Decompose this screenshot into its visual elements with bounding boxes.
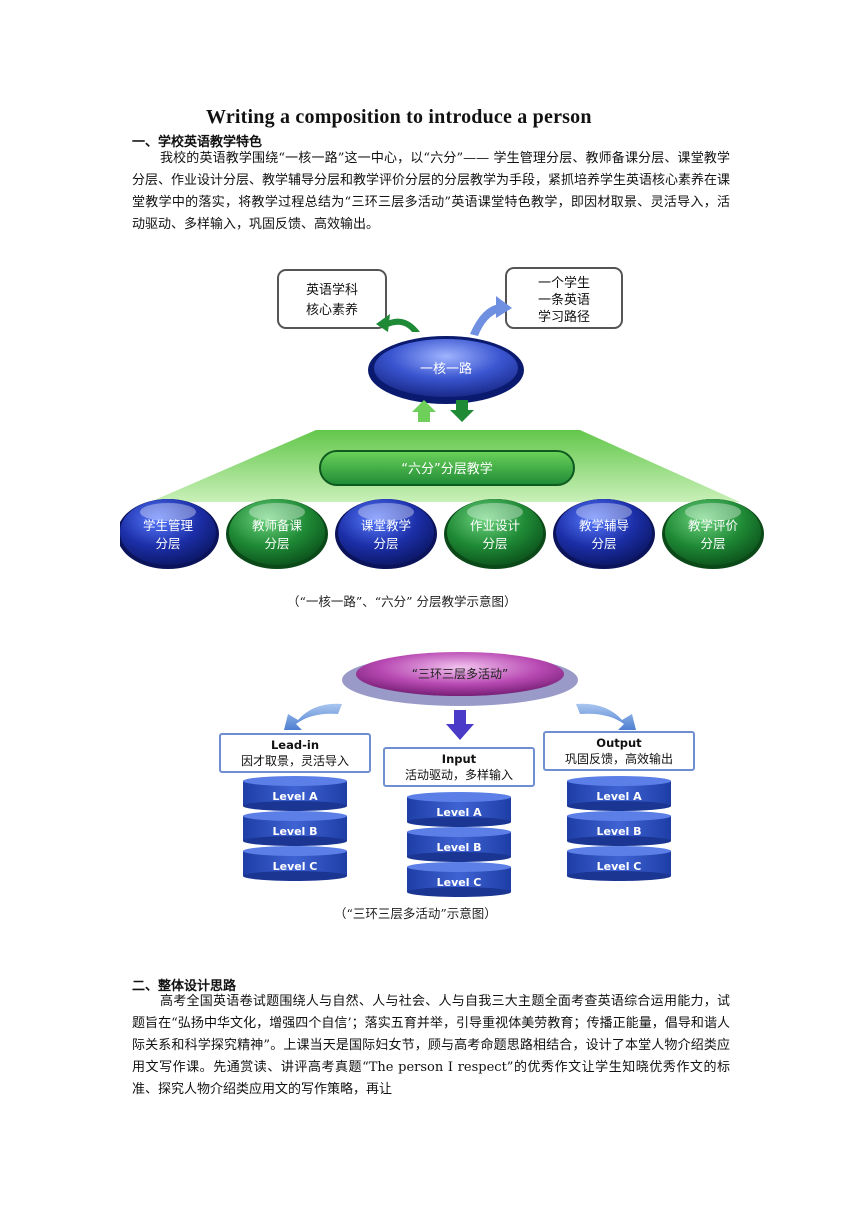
layer-circle-6: 教学评价分层 <box>662 499 764 569</box>
lead-in-arrow-icon <box>284 703 342 730</box>
level-label: Level C <box>597 860 642 873</box>
stage-3-cn: 巩固反馈，高效输出 <box>565 751 673 766</box>
document-title: Writing a composition to introduce a per… <box>206 106 592 128</box>
banner-label: “六分”分层教学 <box>401 461 492 477</box>
circle-6-line-2: 分层 <box>700 536 725 551</box>
level-label: Level B <box>272 825 317 838</box>
layer-circle-2: 教师备课分层 <box>226 499 328 569</box>
stage-2-level-1: Level A <box>407 792 511 827</box>
stage-2-cn: 活动驱动，多样输入 <box>405 767 513 782</box>
circle-5-line-2: 分层 <box>591 536 616 551</box>
curved-arrow-left-icon <box>385 318 420 332</box>
right-box-line-3: 学习路径 <box>538 309 590 325</box>
stage-1: Lead-in 因才取景，灵活导入 Level A Level B Level C <box>219 733 371 881</box>
stage-box-3 <box>543 731 695 771</box>
left-box-line-1: 英语学科 <box>306 282 358 298</box>
stage-3-level-2: Level B <box>567 811 671 846</box>
stage-1-cn: 因才取景，灵活导入 <box>241 754 349 768</box>
stage-2-level-2: Level B <box>407 827 511 862</box>
stage-1-level-2: Level B <box>243 811 347 846</box>
stage-1-en: Lead-in <box>271 738 319 752</box>
diagram-2-caption: （“三环三层多活动”示意图） <box>334 906 497 921</box>
circle-4-line-1: 作业设计 <box>470 518 520 533</box>
stage-box-2 <box>383 747 535 787</box>
level-label: Level B <box>596 825 641 838</box>
up-arrow-icon <box>412 400 436 422</box>
circle-2-line-2: 分层 <box>264 536 289 551</box>
layer-circle-3: 课堂教学分层 <box>335 499 437 569</box>
layer-circle-4: 作业设计分层 <box>444 499 546 569</box>
three-ring-label: “三环三层多活动” <box>412 667 508 681</box>
left-box-line-2: 核心素养 <box>306 302 358 318</box>
level-label: Level A <box>436 806 482 819</box>
output-arrow-icon <box>576 703 636 730</box>
right-box-line-2: 一条英语 <box>538 292 590 308</box>
stage-3-level-3: Level C <box>567 846 671 881</box>
circle-1-line-1: 学生管理 <box>143 518 194 533</box>
stage-2-en: Input <box>442 752 477 766</box>
stage-1-level-1: Level A <box>243 776 347 811</box>
section-2-paragraph: 高考全国英语卷试题围绕人与自然、人与社会、人与自我三大主题全面考查英语综合运用能… <box>132 994 730 1097</box>
three-ring-diagram: “三环三层多活动” Lead-in 因才取景，灵活导入 Level A Level B… <box>219 652 695 897</box>
stage-box-1 <box>219 733 371 773</box>
circle-1-line-2: 分层 <box>155 536 180 551</box>
core-ellipse <box>374 339 518 397</box>
stage-2-level-3: Level C <box>407 862 511 897</box>
diagram-1-caption: （“一核一路”、“六分” 分层教学示意图） <box>287 594 517 609</box>
layer-circle-1: 学生管理分层 <box>120 499 219 569</box>
down-arrow-icon <box>450 400 474 422</box>
curved-arrow-right-icon <box>470 304 500 336</box>
section-1-paragraph: 我校的英语教学围绕“一核一路”这一中心，以“六分”—— 学生管理分层、教师备课分… <box>132 151 731 232</box>
right-box-line-1: 一个学生 <box>538 275 590 291</box>
circle-3-line-1: 课堂教学 <box>361 518 411 533</box>
section-2-heading: 二、整体设计思路 <box>132 979 237 994</box>
circle-6-line-1: 教学评价 <box>688 518 739 533</box>
level-label: Level B <box>436 841 481 854</box>
core-competence-box <box>277 269 387 329</box>
level-label: Level C <box>273 860 318 873</box>
core-label: 一核一路 <box>420 361 472 377</box>
learning-path-box <box>505 267 623 329</box>
stage-1-level-3: Level C <box>243 846 347 881</box>
stage-3-en: Output <box>596 736 642 750</box>
level-label: Level C <box>437 876 482 889</box>
section-1-heading: 一、学校英语教学特色 <box>132 135 263 150</box>
six-layer-diagram: 英语学科 核心素养 一个学生 一条英语 学习路径 一核一路 “六分”分层教学 学… <box>120 267 764 569</box>
six-layer-banner <box>319 450 575 486</box>
stage-3-level-1: Level A <box>567 776 671 811</box>
level-label: Level A <box>272 790 318 803</box>
input-arrow-icon <box>446 710 474 740</box>
three-ring-disk <box>356 652 564 696</box>
layer-circle-5: 教学辅导分层 <box>553 499 655 569</box>
circle-3-line-2: 分层 <box>373 536 398 551</box>
circle-4-line-2: 分层 <box>482 536 507 551</box>
circle-5-line-1: 教学辅导 <box>579 518 629 533</box>
level-label: Level A <box>596 790 642 803</box>
circle-2-line-1: 教师备课 <box>252 518 303 533</box>
